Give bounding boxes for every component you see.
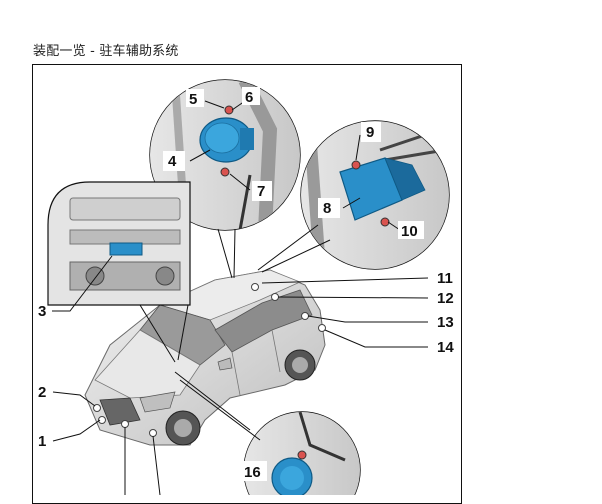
callout-14: 14 bbox=[437, 339, 454, 356]
leader-lines bbox=[52, 100, 429, 495]
callout-9: 9 bbox=[366, 124, 374, 141]
callout-7: 7 bbox=[257, 183, 265, 200]
callout-8: 8 bbox=[323, 200, 331, 217]
detail-circle-bottom bbox=[243, 411, 361, 495]
callout-3: 3 bbox=[38, 303, 46, 320]
callout-11: 11 bbox=[437, 270, 453, 287]
callout-5: 5 bbox=[189, 91, 197, 108]
callout-13: 13 bbox=[437, 314, 454, 331]
callout-2: 2 bbox=[38, 384, 46, 401]
callout-12: 12 bbox=[437, 290, 454, 307]
detail-dashboard bbox=[47, 181, 191, 306]
callout-labels: 5 6 4 7 9 8 10 3 11 12 13 14 2 1 16 bbox=[38, 87, 454, 481]
page-title: 装配一览 - 驻车辅助系统 bbox=[33, 44, 179, 59]
callout-6: 6 bbox=[245, 89, 253, 106]
detail-circle-control-unit bbox=[300, 120, 450, 270]
callout-4: 4 bbox=[168, 153, 177, 170]
callout-16: 16 bbox=[244, 464, 261, 481]
callout-1: 1 bbox=[38, 433, 46, 450]
callout-10: 10 bbox=[401, 223, 418, 240]
